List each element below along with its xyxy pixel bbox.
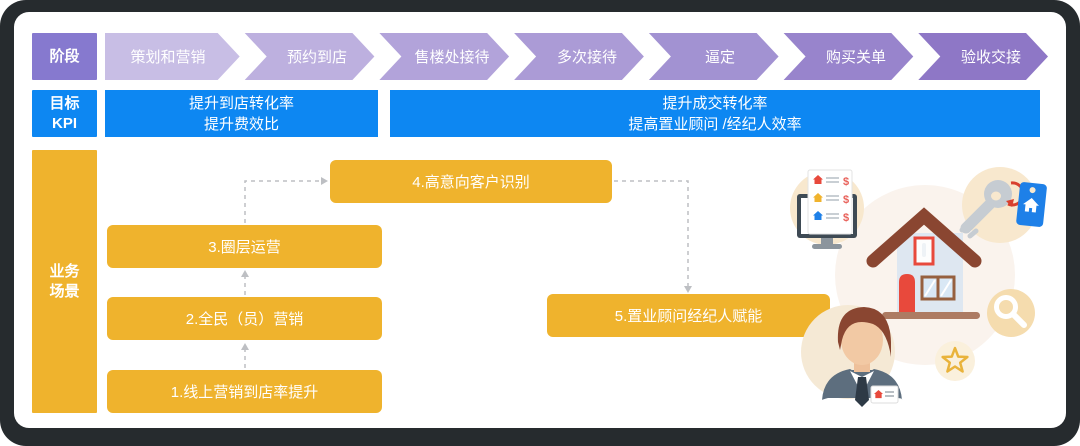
svg-text:$: $ xyxy=(843,212,849,224)
stage-chevron-1-label: 策划和营销 xyxy=(130,49,205,66)
business-box-1-label: 1.线上营销到店率提升 xyxy=(170,384,319,401)
stage-chevron-1 xyxy=(105,33,240,80)
business-box-agent-enablement: 5.置业顾问经纪人赋能 xyxy=(547,294,830,337)
business-box-staff-marketing: 2.全民（员）营销 xyxy=(107,297,382,340)
house-icon xyxy=(866,207,982,319)
stage-chevron-6-label: 购买关单 xyxy=(826,49,886,66)
real-estate-illustration: $ $ $ xyxy=(790,167,1047,407)
business-box-2-label: 2.全民（员）营销 xyxy=(185,311,304,328)
business-box-high-intent-id: 4.高意向客户识别 xyxy=(330,160,612,203)
agent-icon xyxy=(801,305,903,407)
row-label-kpi-line2: KPI xyxy=(51,114,77,132)
magnifier-icon xyxy=(987,289,1035,337)
kpi-bar2-line1: 提升成交转化率 xyxy=(662,94,768,112)
key-tag-icon xyxy=(959,180,1047,239)
business-box-circle-operation: 3.圈层运营 xyxy=(107,225,382,268)
stage-chevron-2-label: 预约到店 xyxy=(287,49,347,66)
row-label-kpi-line1: 目标 xyxy=(49,94,80,112)
stage-chevron-3-label: 售楼处接待 xyxy=(414,49,489,66)
listing-row: $ xyxy=(813,193,849,206)
row-label-stage: 阶段 xyxy=(32,33,97,80)
stage-chevron-4-label: 多次接待 xyxy=(557,49,617,66)
stage-chevron-4 xyxy=(514,33,644,80)
kpi-bar2-line2: 提高置业顾问 /经纪人效率 xyxy=(628,115,802,133)
business-box-4-label: 4.高意向客户识别 xyxy=(412,174,530,191)
row-label-business-line2: 场景 xyxy=(49,282,80,300)
star-icon xyxy=(935,341,975,381)
kpi-bar-store-conversion: 提升到店转化率 提升费效比 xyxy=(105,90,378,137)
stage-chevron-3 xyxy=(379,33,510,80)
stage-chevron-ribbon: 策划和营销 预约到店 售楼处接待 多次接待 逼定 购买关单 验收交接 xyxy=(105,33,1048,80)
stage-chevron-7 xyxy=(918,33,1048,80)
id-badge xyxy=(870,385,899,404)
stage-chevron-5-label: 逼定 xyxy=(705,49,735,66)
stage-chevron-6 xyxy=(783,33,914,80)
monitor-listings-icon: $ $ $ xyxy=(797,169,857,249)
business-box-3-label: 3.圈层运营 xyxy=(208,239,281,256)
row-label-kpi: 目标 KPI xyxy=(32,90,97,137)
kpi-bar-deal-conversion: 提升成交转化率 提高置业顾问 /经纪人效率 xyxy=(390,90,1040,137)
kpi-bar1-line2: 提升费效比 xyxy=(203,115,279,133)
kpi-bar1-line1: 提升到店转化率 xyxy=(188,94,294,112)
business-box-online-marketing: 1.线上营销到店率提升 xyxy=(107,370,382,413)
row-label-business: 业务 场景 xyxy=(32,150,97,413)
stage-chevron-2 xyxy=(244,33,375,80)
row-label-stage-text: 阶段 xyxy=(49,47,80,65)
listing-row: $ xyxy=(813,211,849,224)
svg-text:$: $ xyxy=(843,176,849,188)
stage-chevron-5 xyxy=(648,33,779,80)
svg-text:$: $ xyxy=(843,194,849,206)
business-box-5-label: 5.置业顾问经纪人赋能 xyxy=(614,308,763,325)
listing-row: $ xyxy=(813,175,849,188)
stage-chevron-7-label: 验收交接 xyxy=(961,48,1021,66)
row-label-business-line1: 业务 xyxy=(49,262,80,280)
